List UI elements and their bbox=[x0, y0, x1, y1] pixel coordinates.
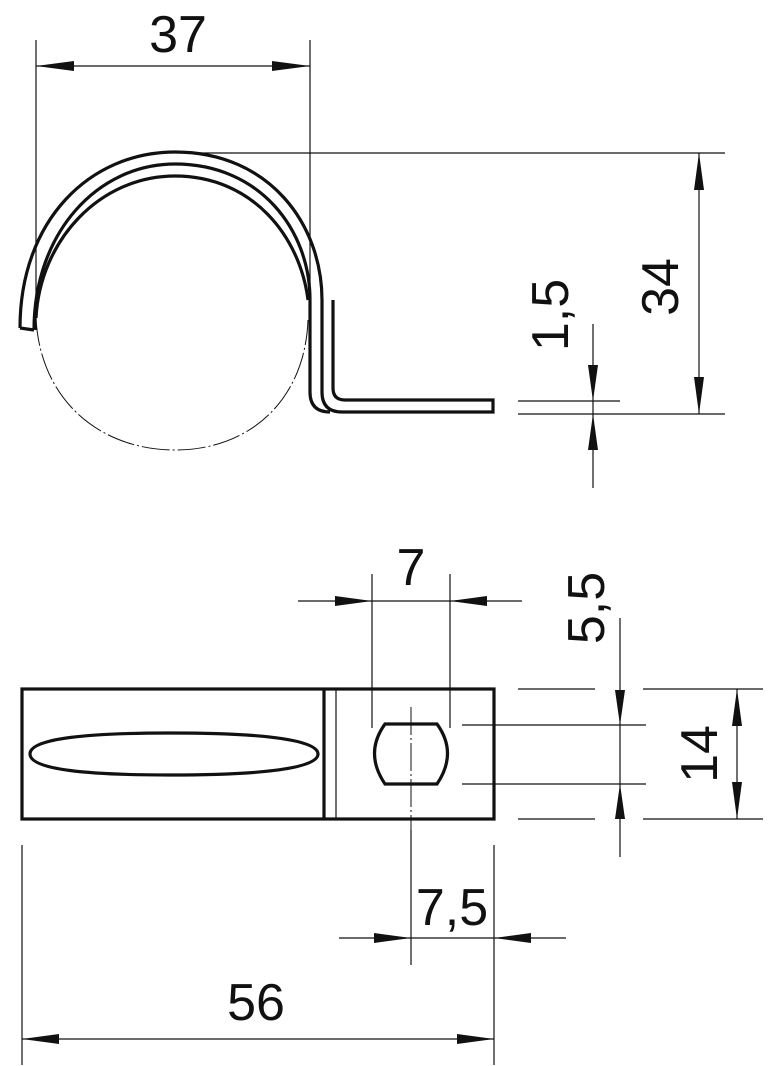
arrow-7-left bbox=[335, 596, 372, 606]
arrow-75-left bbox=[374, 933, 411, 943]
clamp-body bbox=[20, 687, 496, 821]
elongated-slot bbox=[28, 731, 320, 777]
arrow-14-bottom bbox=[732, 782, 742, 819]
top-view: 7 5,5 14 7,5 56 bbox=[20, 539, 763, 1065]
dim-label-hole-height: 5,5 bbox=[558, 572, 616, 644]
dim-label-hole-offset: 7,5 bbox=[416, 879, 488, 937]
dim-label-width: 37 bbox=[149, 6, 207, 64]
arrow-56-right bbox=[457, 1034, 494, 1044]
arrow-56-left bbox=[22, 1034, 59, 1044]
clamp-band-end bbox=[19, 326, 35, 332]
clamp-band-outer bbox=[18, 150, 495, 414]
pipe-outline bbox=[35, 317, 309, 451]
side-view: 37 34 1,5 bbox=[18, 6, 725, 488]
dim-label-band-width: 14 bbox=[671, 725, 729, 783]
arrow-7-right bbox=[450, 596, 487, 606]
arrow-75-right bbox=[494, 933, 531, 943]
mounting-hole bbox=[373, 722, 449, 786]
dim-label-thickness: 1,5 bbox=[522, 279, 580, 351]
arrow-15-bottom bbox=[588, 414, 598, 450]
dim-label-hole-width: 7 bbox=[397, 539, 426, 597]
clamp-band-inner bbox=[32, 162, 331, 414]
arrow-15-top bbox=[588, 365, 598, 401]
arrow-34-top bbox=[694, 153, 704, 190]
arrow-37-left bbox=[36, 61, 74, 71]
arrow-37-right bbox=[272, 61, 310, 71]
arrow-14-top bbox=[732, 689, 742, 726]
dim-label-height: 34 bbox=[632, 258, 690, 316]
arrow-55-top bbox=[615, 690, 625, 725]
dim-label-total-length: 56 bbox=[227, 974, 285, 1032]
arrow-34-bottom bbox=[694, 377, 704, 414]
arrow-55-bottom bbox=[615, 784, 625, 819]
clamp-band-inner-2 bbox=[34, 174, 310, 319]
